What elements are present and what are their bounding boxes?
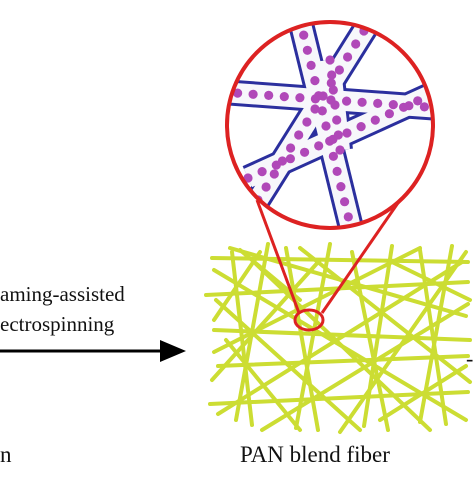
magnifier-circle-icon xyxy=(225,20,435,230)
sample-spot-marker xyxy=(293,308,325,332)
cropped-right-mark: - xyxy=(466,346,474,371)
magnifier-connector xyxy=(255,199,402,314)
cropped-left-text: n xyxy=(0,442,12,467)
fiber-mat xyxy=(204,242,472,434)
right-arrow-icon xyxy=(0,340,186,362)
magnified-inset xyxy=(225,20,435,230)
fiber-caption: PAN blend fiber xyxy=(240,442,390,467)
process-step-label-line1: aming-assisted xyxy=(0,282,125,306)
process-step-label-line2: ectrospinning xyxy=(0,312,115,336)
